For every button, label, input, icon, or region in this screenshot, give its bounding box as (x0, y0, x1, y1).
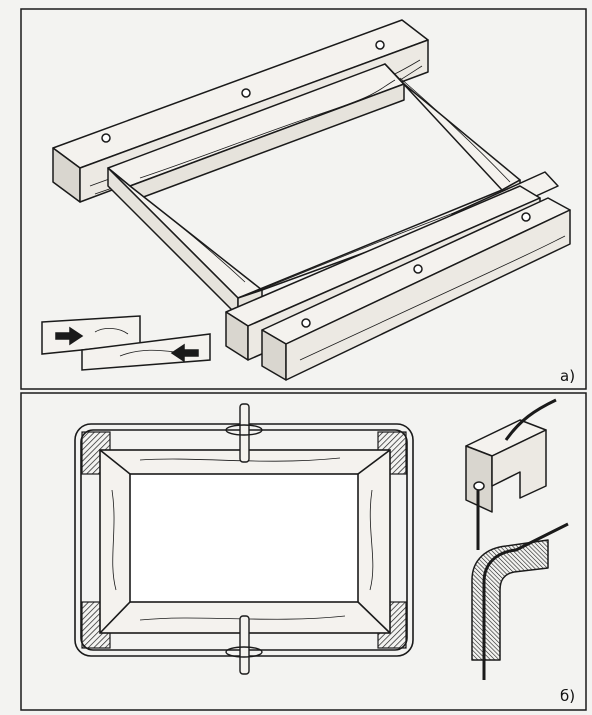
front-crossbar-2 (261, 197, 571, 381)
screw-head-icon (375, 40, 385, 50)
twist-stick-bottom (225, 615, 263, 675)
panel-a-border (20, 8, 587, 390)
screw-head-icon (301, 318, 311, 328)
frame-plan (99, 449, 391, 634)
panel-b-label: б) (560, 687, 576, 705)
panel-b-border (20, 392, 587, 711)
panel-a-label: а) (560, 367, 576, 385)
corner-detail-top (465, 398, 557, 550)
board-inset (41, 315, 211, 371)
arrow-right-icon (55, 326, 84, 346)
arrow-left-icon (170, 343, 199, 363)
screw-head-icon (413, 264, 423, 274)
twist-stick-top (225, 403, 263, 463)
frame-left-rail (107, 167, 263, 317)
screw-head-icon (521, 212, 531, 222)
corner-detail-bottom (471, 522, 569, 680)
panel-b (20, 392, 587, 711)
frame-right-rail (384, 63, 521, 207)
screw-head-icon (101, 133, 111, 143)
screw-head-icon (241, 88, 251, 98)
panel-a (20, 8, 587, 390)
